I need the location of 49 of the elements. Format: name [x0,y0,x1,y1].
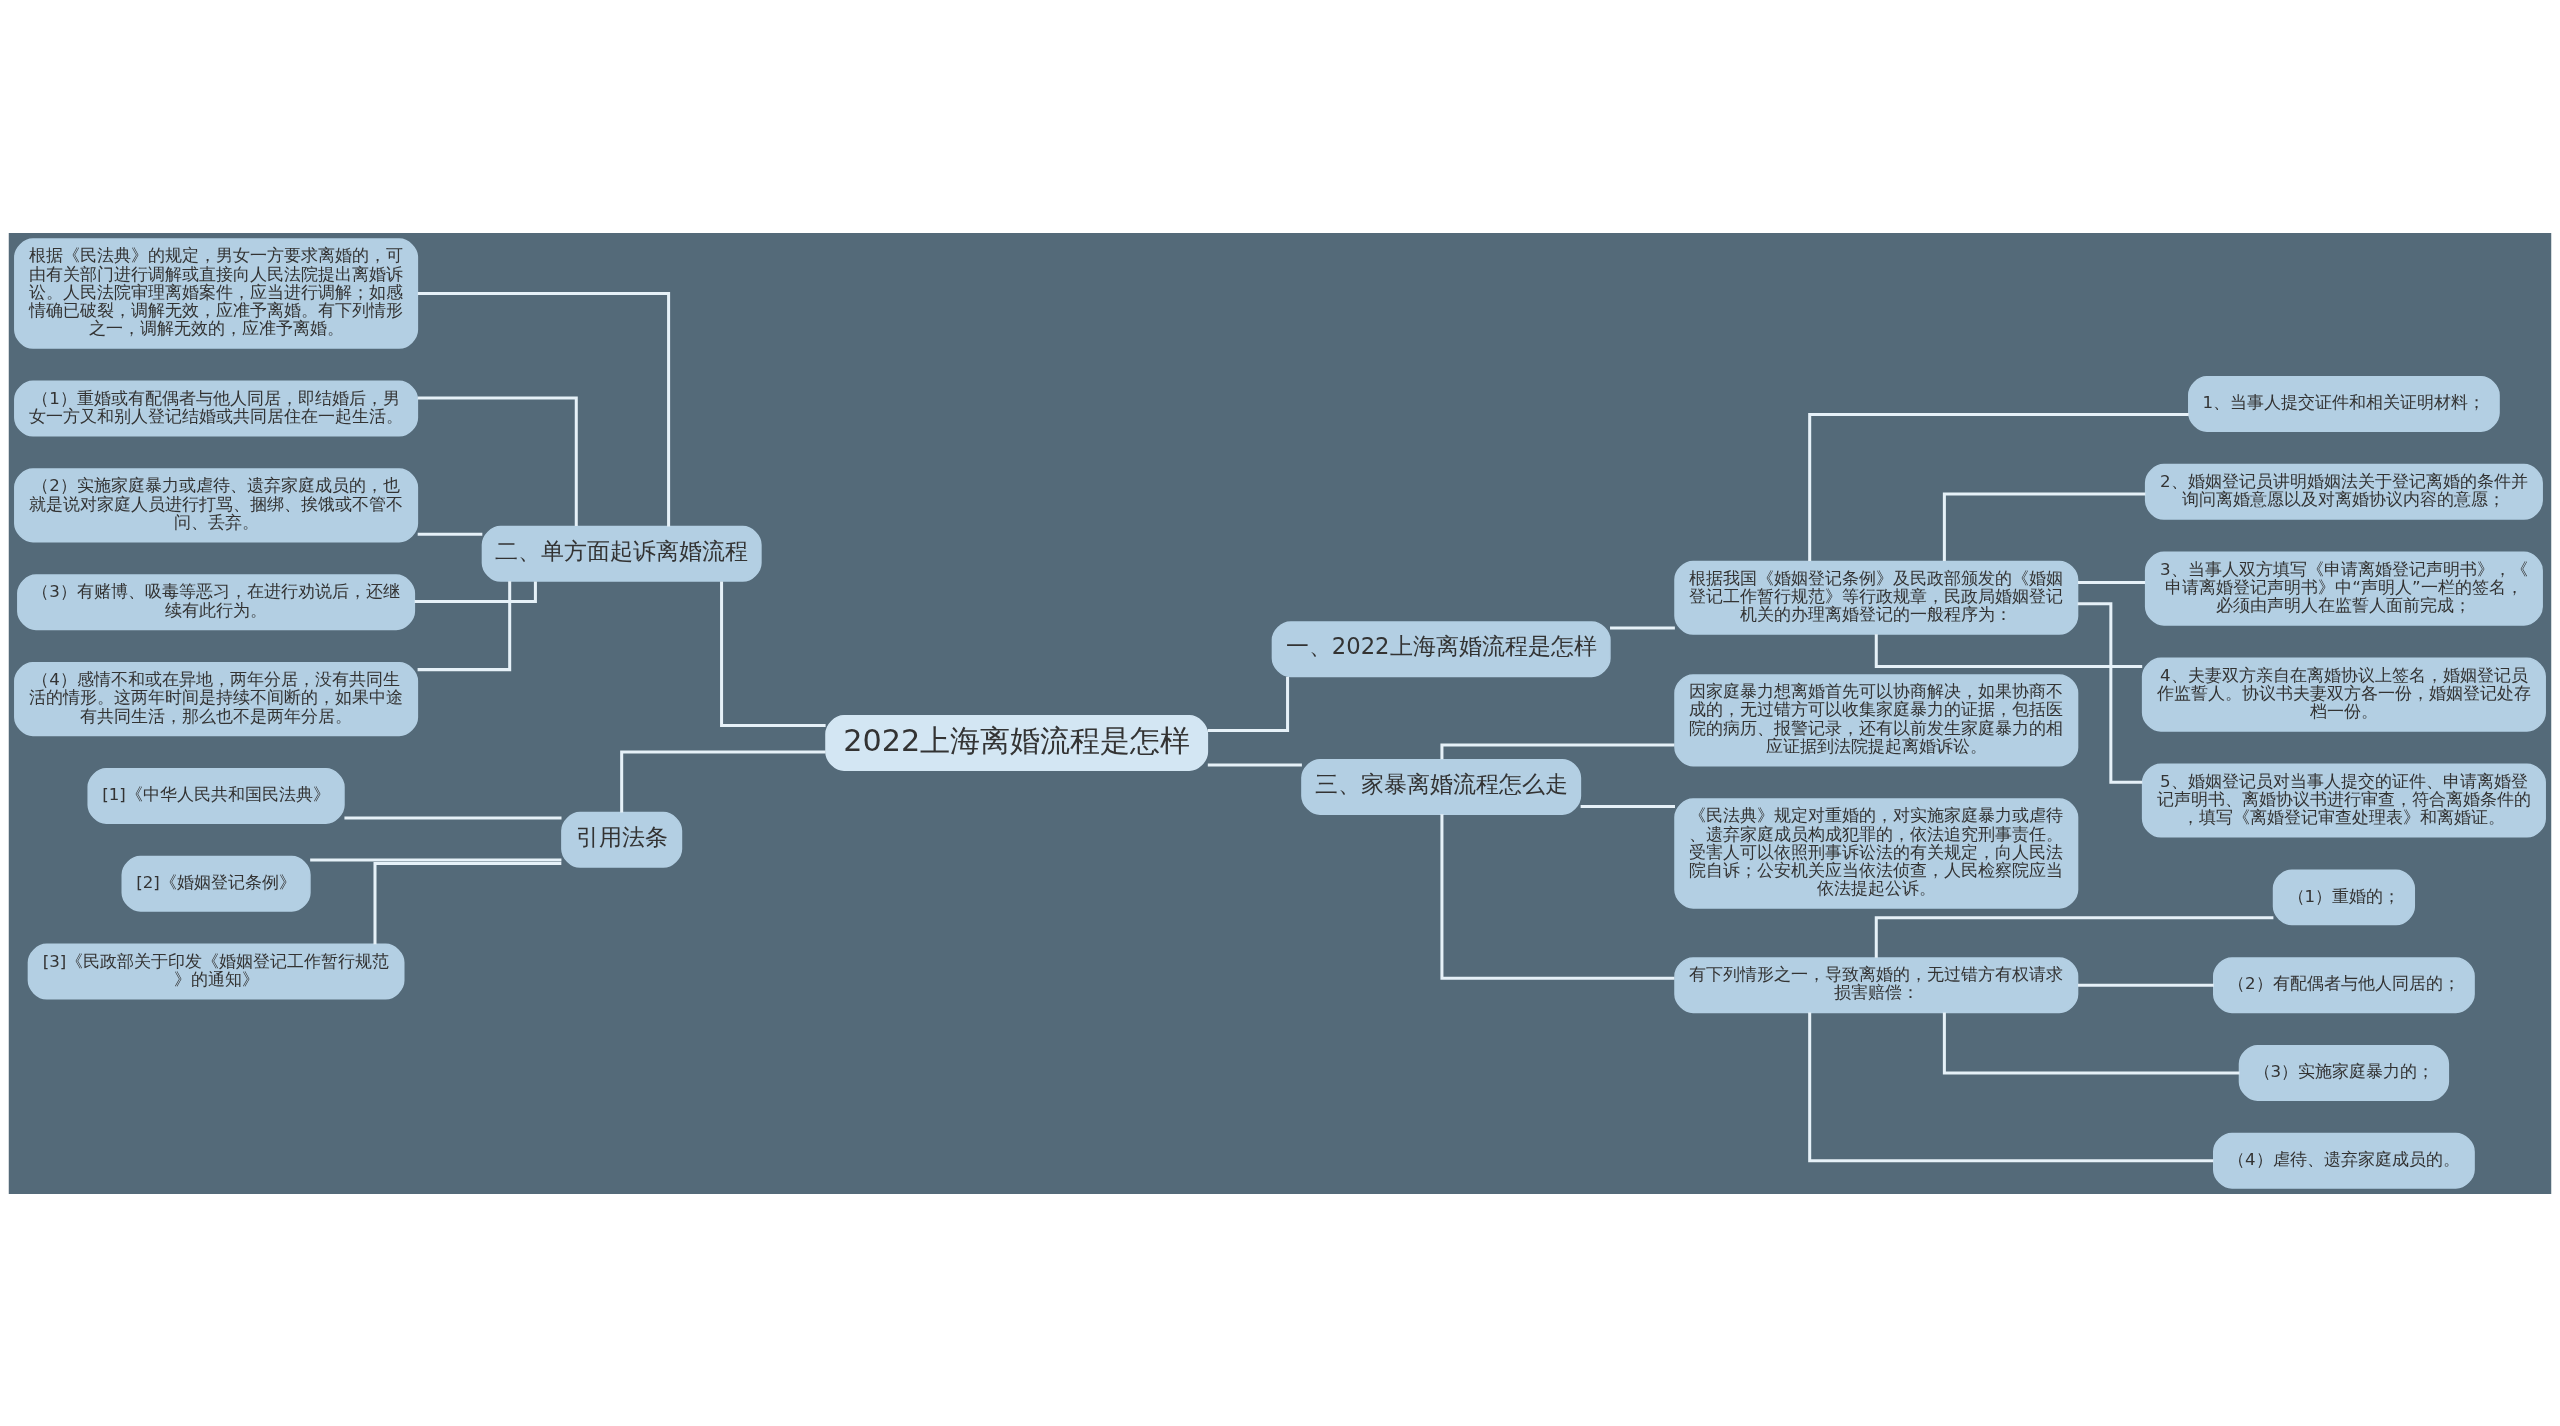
connector [1207,762,1302,766]
connector [720,580,826,727]
node-box: 2、婚姻登记员讲明婚姻法关于登记离婚的条件并询问离婚意愿以及对离婚协议内容的意愿； [2144,463,2543,520]
node-box: 因家庭暴力想离婚首先可以协商解决，如果协商不成的，无过错方可以收集家庭暴力的证据，包括医院的病历、报警记录，还有以前发生家庭暴力的相应证据到法院提起离婚诉讼。 [1674,673,2079,766]
connector [1580,804,1675,808]
connector [344,815,562,819]
node-box: （1）重婚的； [2272,868,2416,925]
node-box: 3、当事人双方填写《申请离婚登记声明书》，《申请离婚登记声明书》中“声明人”一栏的签名，必须由声明人在监誓人面前完成； [2144,551,2543,626]
connector [1207,676,1290,732]
connector [1808,1012,2214,1162]
node-box: （4）感情不和或在异地，两年分居，没有共同生活的情形。这两年时间是持续不间断的，如果中途有共同生活，那么也不是两年分居。 [14,661,419,736]
node-box: 1、当事人提交证件和相关证明材料； [2188,375,2500,432]
node-box: 5、婚姻登记员对当事人提交的证件、申请离婚登记声明书、离婚协议书进行审查，符合离婚条件的，填写《离婚登记审查处理表》和离婚证。 [2141,762,2546,838]
node-box: 一、2022上海离婚流程是怎样 [1271,620,1611,677]
connector [414,581,537,603]
node-box: 《民法典》规定对重婚的，对实施家庭暴力或虐待、遗弃家庭成员构成犯罪的，依法追究刑事责任。受害人可以依照刑事诉讼法的有关规定，向人民法院自诉；公安机关应当依法侦查，人民检察院应当依法提起公诉。 [1674,797,2079,909]
node-box: （4）虐待、遗弃家庭成员的。 [2213,1132,2475,1189]
connector [1874,915,2274,958]
connector [417,291,671,526]
connector [2078,580,2146,584]
connector [620,750,826,813]
connector [310,858,562,862]
connector [417,532,483,536]
node-box: 2022上海离婚流程是怎样 [825,714,1209,771]
connector [2078,983,2214,987]
node-box: [2]《婚姻登记条例》 [121,855,311,912]
node-box: 根据我国《婚姻登记条例》及民政部颁发的《婚姻登记工作暂行规范》等行政规章，民政局婚姻登记机关的办理离婚登记的一般程序为： [1674,560,2079,635]
node-box: 三、家暴离婚流程怎么走 [1301,758,1582,815]
connector [1942,1011,2240,1074]
connector [373,861,562,944]
node-box: （1）重婚或有配偶者与他人同居，即结婚后，男女一方又和别人登记结婚或共同居住在一起生活。 [14,380,419,437]
node-box: 根据《民法典》的规定，男女一方要求离婚的，可由有关部门进行调解或直接向人民法院提出离婚诉讼。人民法院审理离婚案件，应当进行调解；如感情确已破裂，调解无效，应准予离婚。有下列情形之一，调解无效的，应准予离婚。 [14,237,419,349]
connector [1610,625,1675,629]
node-box: [1]《中华人民共和国民法典》 [87,767,345,824]
node-box: （2）有配偶者与他人同居的； [2213,956,2475,1013]
connector [417,395,578,526]
connector [1808,412,2189,561]
node-box: 二、单方面起诉离婚流程 [481,525,762,582]
node-box: 4、夫妻双方亲自在离婚协议上签名，婚姻登记员作监誓人。协议书夫妻双方各一份，婚姻登记处存档一份。 [2141,657,2546,732]
node-box: [3]《民政部关于印发《婚姻登记工作暂行规范》的通知》 [27,943,405,1000]
node-box: （2）实施家庭暴力或虐待、遗弃家庭成员的，也就是说对家庭人员进行打骂、捆绑、挨饿或不管不问、丢弃。 [14,467,419,542]
connector [1440,813,1675,980]
node-box: （3）实施家庭暴力的； [2238,1044,2450,1101]
node-box: 有下列情形之一，导致离婚的，无过错方有权请求损害赔偿： [1674,956,2079,1013]
node-box: （3）有赌博、吸毒等恶习，在进行劝说后，还继续有此行为。 [17,573,416,630]
connector [1440,743,1675,759]
connector [417,580,512,671]
connector [1942,492,2146,561]
node-box: 引用法条 [561,811,683,868]
